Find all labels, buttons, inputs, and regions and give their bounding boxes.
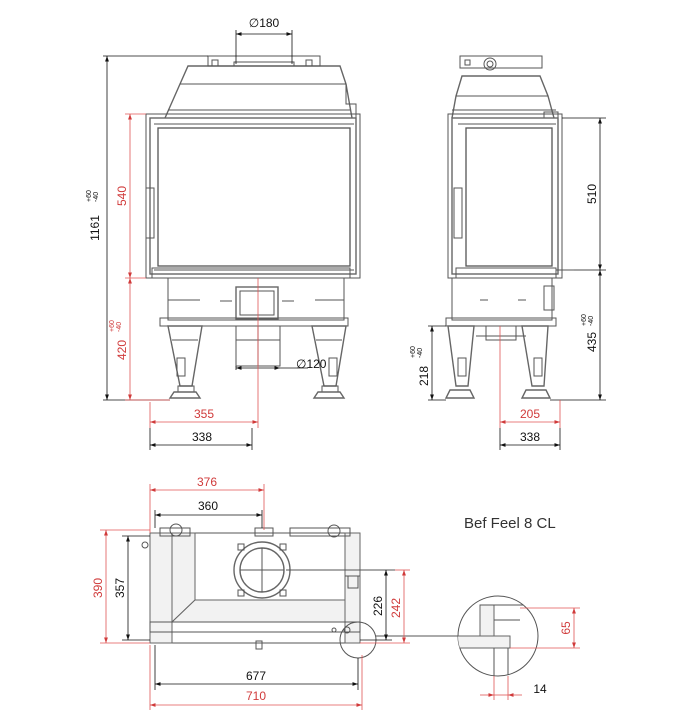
side-foot-height-tol-plus: +60	[410, 346, 417, 358]
top-width-bottom-red-label: 710	[246, 689, 266, 703]
top-outline	[141, 523, 460, 659]
product-title: Bef Feel 8 CL	[464, 515, 556, 532]
front-door-glass	[157, 127, 351, 267]
air-inlet-diameter-dimension: ∅120	[235, 357, 327, 371]
top-depth-red-label: 390	[91, 578, 105, 598]
side-body	[447, 113, 574, 279]
side-foot-height-dimension: 218 +60 -40	[410, 325, 446, 401]
side-lower-height-tol-plus: +60	[581, 314, 588, 326]
top-flue-offset-red-label: 242	[389, 598, 403, 618]
side-door-glass	[465, 127, 553, 267]
door-height-label: 540	[115, 186, 129, 206]
air-inlet-diameter-label: ∅120	[296, 357, 327, 371]
total-height-dimension: 1161 +60 -40	[86, 55, 208, 401]
front-half-width-red-label: 355	[194, 407, 214, 421]
side-depth-black-label: 338	[520, 430, 540, 444]
flue-diameter-dimension: ∅180	[235, 16, 293, 64]
detail-height-label: 65	[559, 621, 573, 635]
top-width-bottom-black-label: 677	[246, 669, 266, 683]
side-depth-dimensions: 205 338	[499, 326, 561, 450]
front-door-handle	[145, 187, 155, 239]
leg-height-label: 420	[115, 340, 129, 360]
flue-diameter-label: ∅180	[249, 16, 280, 30]
front-half-width-dimensions: 355 338	[149, 278, 259, 450]
leg-height-tol-minus: -40	[116, 322, 123, 332]
side-lower-height-dimension: 435 +60 -40	[550, 270, 606, 401]
front-hood	[164, 55, 357, 119]
top-width-dimensions: 376 360	[149, 475, 265, 533]
side-top	[451, 55, 559, 119]
side-lower-height-tol-minus: -40	[588, 316, 595, 326]
front-view: ∅180 ∅120 1161 +60 -40 540	[86, 16, 361, 450]
total-height-tol-plus: +60	[86, 190, 93, 202]
side-door-height-dimension: 510	[562, 117, 606, 271]
door-height-dimension: 540	[115, 113, 146, 279]
svg-text:1161: 1161	[88, 215, 102, 241]
top-width-black-label: 360	[198, 499, 218, 513]
side-foot-height-label: 218	[417, 366, 431, 386]
top-width-red-label: 376	[197, 475, 217, 489]
top-depth-dimensions: 390 357	[91, 529, 150, 644]
side-door-handle	[453, 187, 463, 239]
top-flue-offset-dimensions: 226 242	[360, 569, 410, 644]
front-lower-box	[159, 277, 349, 367]
side-view: 510 435 +60 -40 218 +60 -40 205	[410, 55, 606, 450]
detail-view: 65 14	[457, 595, 580, 700]
front-legs	[167, 325, 347, 399]
detail-width-label: 14	[533, 682, 547, 696]
top-full-width-dimensions: 677 710	[149, 645, 363, 710]
total-height-label: 1161	[88, 215, 102, 241]
top-flue-offset-black-label: 226	[371, 596, 385, 616]
side-lower-height-label: 435	[585, 332, 599, 352]
top-view: 376 360 390 357 226 242	[91, 475, 460, 710]
total-height-tol-minus: -40	[93, 192, 100, 202]
side-door-height-label: 510	[585, 184, 599, 204]
side-lower	[444, 277, 557, 399]
side-depth-red-label: 205	[520, 407, 540, 421]
leg-height-tol-plus: +60	[109, 320, 116, 332]
leg-height-dimension: 420 +60 -40	[109, 278, 170, 401]
front-air-box	[235, 286, 279, 320]
front-half-width-black-label: 338	[192, 430, 212, 444]
front-body	[145, 113, 361, 279]
side-foot-height-tol-minus: -40	[417, 348, 424, 358]
top-depth-black-label: 357	[113, 578, 127, 598]
